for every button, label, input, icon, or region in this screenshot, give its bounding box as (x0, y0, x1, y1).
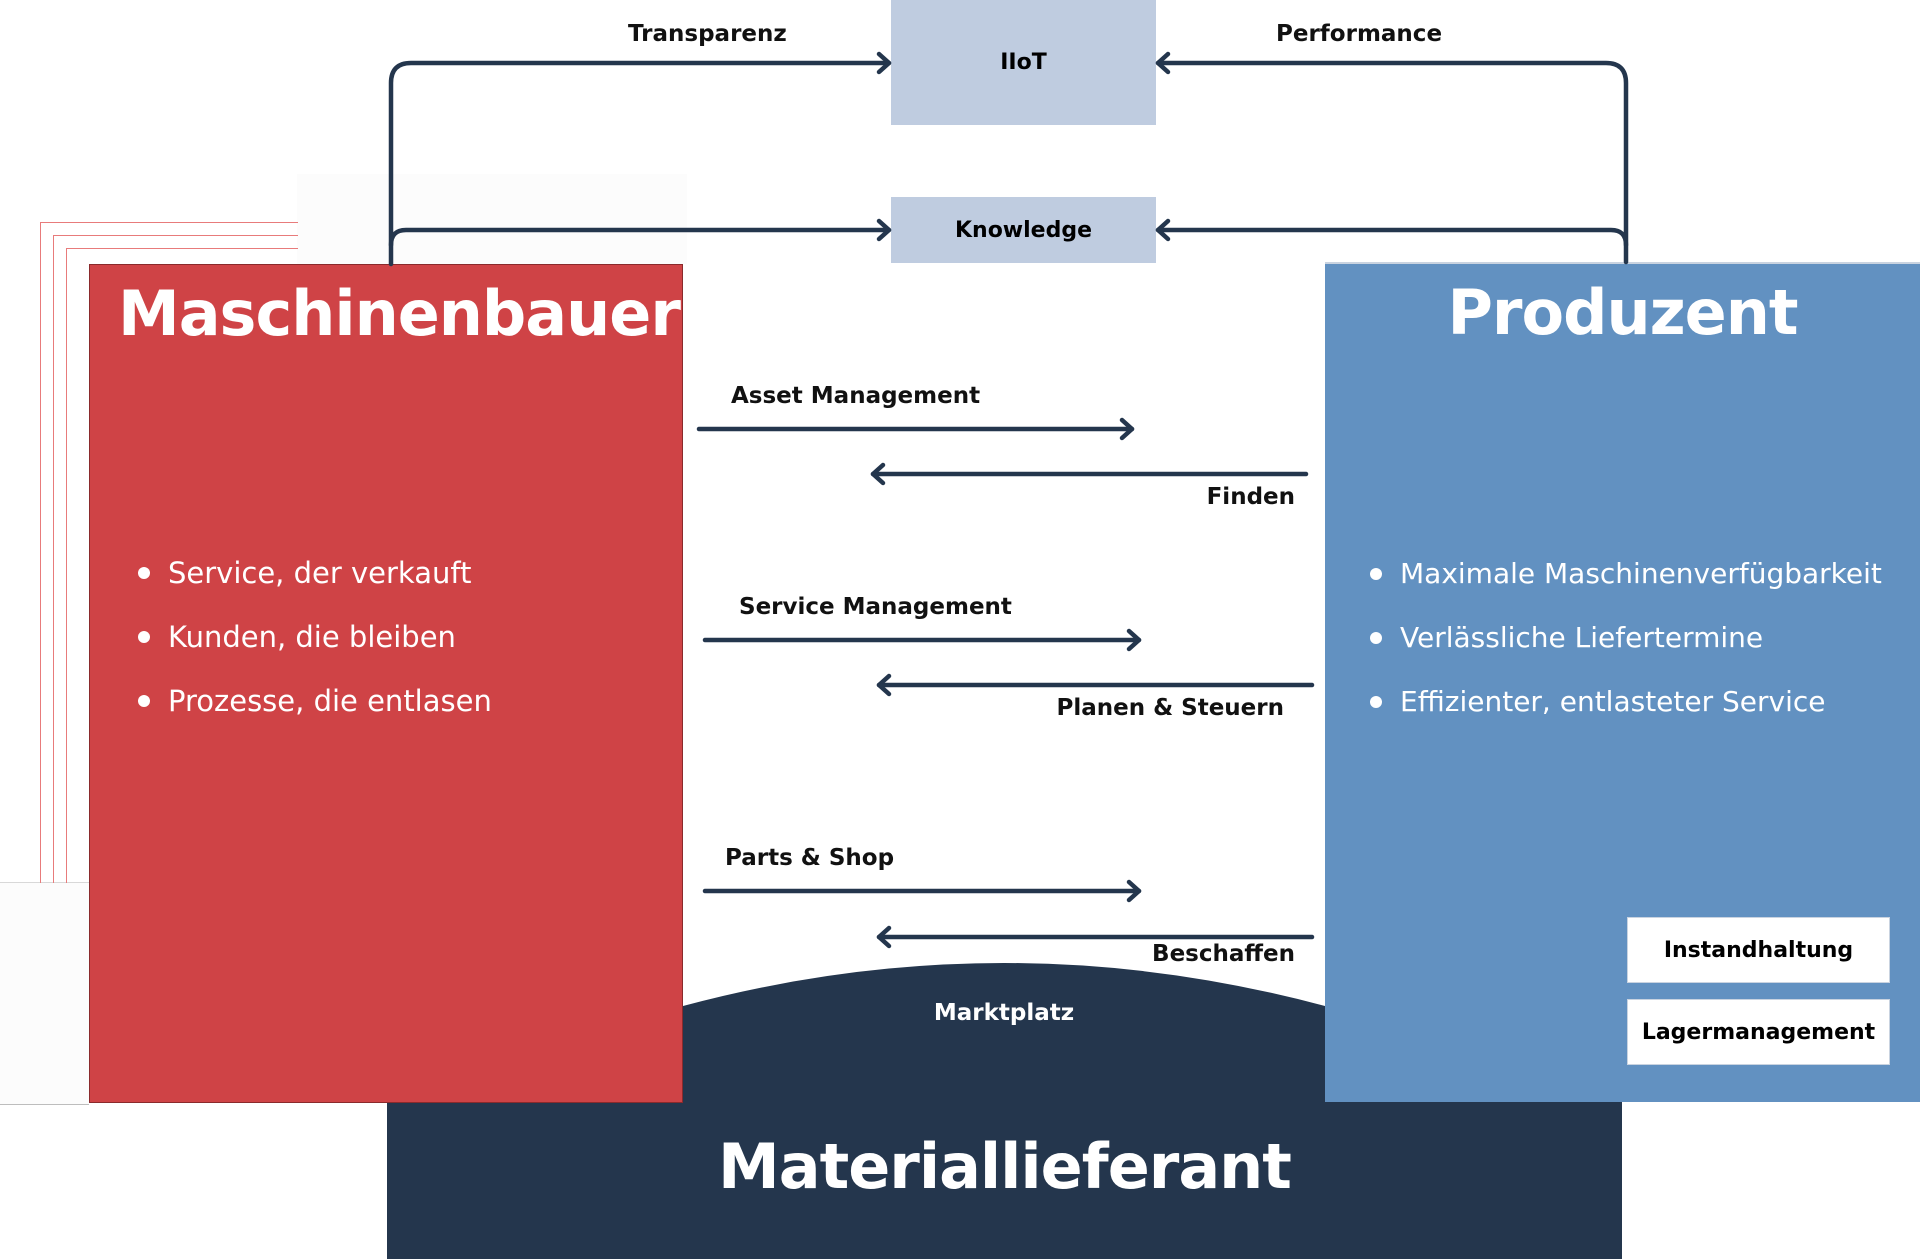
marketplace-label: Marktplatz (933, 1000, 1075, 1026)
lagermanagement-tag[interactable]: Lagermanagement (1627, 999, 1890, 1065)
asset-management-arrowhead-icon (1119, 417, 1135, 441)
asset-management-label: Asset Management (731, 383, 981, 409)
produzent-title: Produzent (1447, 276, 1798, 349)
beschaffen-label: Beschaffen (1152, 941, 1295, 967)
parts-shop-arrowhead-icon (1126, 879, 1142, 903)
bullet-icon (1370, 632, 1382, 644)
service-management-label: Service Management (739, 594, 1012, 620)
bullet-icon (138, 695, 150, 707)
instandhaltung-tag[interactable]: Instandhaltung (1627, 917, 1890, 983)
bullet-icon (1370, 696, 1382, 708)
bullet-item: Verlässliche Liefertermine (1370, 620, 1882, 684)
maschinenbauer-box: Maschinenbauer Service, der verkauft Kun… (89, 264, 683, 1103)
finden-label: Finden (1206, 484, 1295, 510)
knowledge-right-arrowhead-icon (1155, 218, 1171, 242)
service-management-arrowhead-icon (1126, 628, 1142, 652)
bullet-icon (1370, 568, 1382, 580)
bullet-item: Maximale Maschinenverfügbarkeit (1370, 556, 1882, 620)
beschaffen-arrowhead-icon (876, 925, 892, 949)
transparenz-arrow (388, 60, 892, 267)
maschinenbauer-title: Maschinenbauer (118, 277, 681, 350)
decorative-line-3 (66, 248, 298, 883)
bullet-icon (138, 567, 150, 579)
planen-steuern-arrowhead-icon (876, 673, 892, 697)
decorative-line-1 (40, 222, 298, 883)
performance-arrowhead-icon (1155, 51, 1171, 75)
decorative-line-2 (53, 235, 298, 883)
transparenz-label: Transparenz (628, 21, 787, 47)
knowledge-left-arrow (388, 227, 892, 248)
performance-label: Performance (1276, 21, 1443, 47)
iiot-box[interactable]: IIoT (891, 0, 1156, 125)
parts-shop-label: Parts & Shop (725, 845, 895, 871)
materiallieferant-title: Materiallieferant (718, 1130, 1292, 1203)
maschinenbauer-bullets: Service, der verkauft Kunden, die bleibe… (138, 555, 492, 747)
bullet-item: Kunden, die bleiben (138, 619, 492, 683)
background-panel-top (297, 174, 687, 264)
background-panel-left (0, 882, 89, 1105)
transparenz-arrowhead-icon (876, 51, 892, 75)
bullet-item: Prozesse, die entlasen (138, 683, 492, 747)
knowledge-box[interactable]: Knowledge (891, 197, 1156, 263)
produzent-bullets: Maximale Maschinenverfügbarkeit Verlässl… (1370, 556, 1882, 748)
bullet-icon (138, 631, 150, 643)
knowledge-right-arrow (1155, 227, 1629, 248)
finden-arrowhead-icon (870, 462, 886, 486)
performance-arrow (1155, 60, 1629, 265)
bullet-item: Effizienter, entlasteter Service (1370, 684, 1882, 748)
marketplace-arc (683, 963, 1325, 1060)
planen-steuern-label: Planen & Steuern (1056, 695, 1284, 721)
bullet-item: Service, der verkauft (138, 555, 492, 619)
knowledge-left-arrowhead-icon (876, 218, 892, 242)
